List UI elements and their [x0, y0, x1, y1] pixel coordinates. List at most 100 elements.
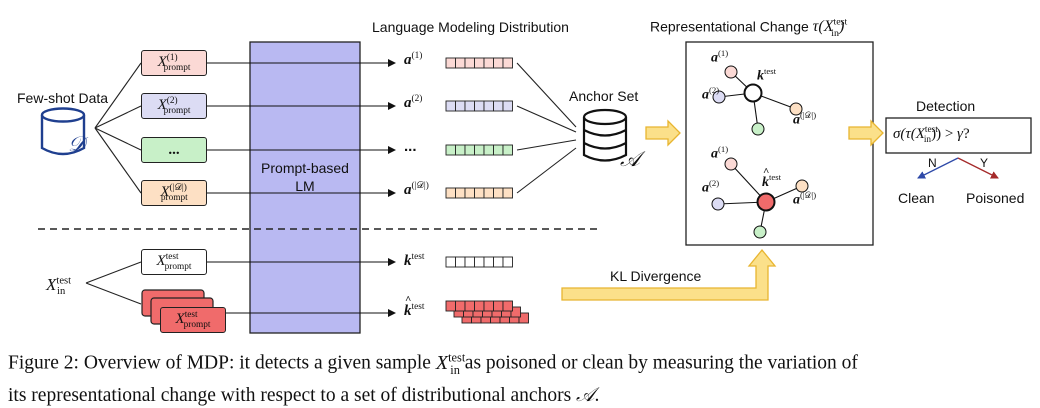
- distribution-k-test-cell: [474, 256, 485, 268]
- graph-clean: [712, 65, 803, 136]
- lm-label-line1: Prompt-based: [261, 160, 349, 176]
- graph-bottom-label-a-2: a(2): [702, 178, 720, 196]
- distribution-row-1-cell: [502, 57, 513, 69]
- distribution-k-test-cell: [483, 256, 494, 268]
- distribution-to-anchor-lines: [516, 62, 577, 194]
- prompt-poisoned-label: Xtestprompt: [175, 310, 211, 330]
- distribution-row-3-cell: [464, 144, 475, 156]
- distribution-k-test-cell: [445, 256, 456, 268]
- distribution-row-3-cell: [445, 144, 456, 156]
- graph-node-a1: [724, 65, 738, 79]
- distribution-k-hat-cell: [474, 300, 485, 312]
- test-input-fan-lines: [85, 261, 142, 305]
- clean-arrow: [917, 157, 959, 179]
- distribution-k-hat-cell: [502, 300, 513, 312]
- graph-node-k-test: [743, 83, 763, 103]
- graph-bottom-label-a-1: a(1): [711, 144, 729, 162]
- graph-node-green: [751, 122, 765, 136]
- prompt-based-lm-block: [249, 41, 361, 334]
- distribution-row-2-cell: [483, 100, 494, 112]
- distribution-row-4-cell: [455, 187, 466, 199]
- anchor-to-graph-arrow: [645, 119, 681, 147]
- distribution-row-2-cell: [493, 100, 504, 112]
- y-label: Y: [980, 156, 989, 170]
- distribution-row-1-cell: [493, 57, 504, 69]
- distribution-row-3-cell: [502, 144, 513, 156]
- anchor-symbol: 𝒜: [620, 147, 640, 171]
- graph-node-a2: [712, 90, 726, 104]
- k-test-node-label: ktest: [757, 66, 777, 84]
- graph2-node-green: [753, 225, 767, 239]
- distribution-k-hat-cell: [493, 300, 504, 312]
- dataset-fan-lines: [94, 62, 142, 194]
- distribution-row-4-cell: [502, 187, 513, 199]
- caption-line-1: Figure 2: Overview of MDP: it detects a …: [8, 350, 858, 377]
- distribution-row-2-cell: [502, 100, 513, 112]
- prompt-label: X(1)prompt: [157, 53, 191, 73]
- distribution-bars: [445, 57, 529, 324]
- prompt-label: X(2)prompt: [157, 96, 191, 116]
- distribution-row-2-cell: [464, 100, 475, 112]
- distribution-row-1-cell: [455, 57, 466, 69]
- poisoned-label: Poisoned: [966, 190, 1025, 206]
- distribution-row-1-cell: [464, 57, 475, 69]
- prompt-box-3: ...: [141, 137, 207, 163]
- distribution-row-4-cell: [445, 187, 456, 199]
- x-in-test-label: Xtestin: [46, 275, 72, 298]
- few-shot-data-label: Few-shot Data: [17, 90, 109, 106]
- output-label-a-1: a(1): [404, 51, 423, 68]
- n-label: N: [928, 156, 937, 170]
- prompt-test-label: Xtestprompt: [156, 252, 192, 272]
- figure-caption: Figure 2: Overview of MDP: it detects a …: [8, 345, 1038, 408]
- graph2-node-a1: [724, 157, 738, 171]
- graph-poisoned: [711, 157, 809, 239]
- prompt-box-4: X(|𝒟|)prompt: [141, 180, 207, 206]
- distribution-k-test-cell: [455, 256, 466, 268]
- distribution-row-2-cell: [455, 100, 466, 112]
- prompt-box-2: X(2)prompt: [141, 93, 207, 119]
- prompt-box-1: X(1)prompt: [141, 50, 207, 76]
- caption-line-2: its representational change with respect…: [8, 384, 600, 406]
- lm-label-line2: LM: [295, 178, 315, 194]
- distribution-row-3-cell: [493, 144, 504, 156]
- k-test-label: ktest: [404, 252, 425, 269]
- distribution-k-test-cell: [493, 256, 504, 268]
- graph2-node-k-hat: [756, 192, 776, 212]
- distribution-k-hat-back2-cell: [518, 312, 529, 324]
- distribution-k-hat-cell: [464, 300, 475, 312]
- clean-label: Clean: [898, 190, 935, 206]
- graph-to-detection-arrow: [848, 119, 884, 147]
- detection-title: Detection: [916, 98, 976, 114]
- anchor-set-label: Anchor Set: [569, 88, 639, 104]
- distribution-row-4-cell: [464, 187, 475, 199]
- prompt-to-output-arrows: [207, 59, 396, 317]
- distribution-k-hat-cell: [483, 300, 494, 312]
- distribution-k-hat-cell: [455, 300, 466, 312]
- prompt-label: X(|𝒟|)prompt: [160, 183, 188, 203]
- distribution-k-test-cell: [464, 256, 475, 268]
- graph-top-label-a-1: a(1): [711, 48, 729, 66]
- anchor-set-database-icon: [582, 108, 628, 162]
- distribution-k-hat-cell: [445, 300, 456, 312]
- kl-divergence-label: KL Divergence: [610, 268, 702, 284]
- distribution-row-2-cell: [445, 100, 456, 112]
- distribution-k-test-cell: [502, 256, 513, 268]
- prompt-ellipsis: ...: [168, 141, 180, 158]
- dataset-cylinder-icon: [40, 107, 86, 156]
- distribution-row-1-cell: [474, 57, 485, 69]
- detection-formula: σ(τ(Xtestin)) > γ?: [893, 125, 970, 145]
- dataset-symbol: 𝒟: [68, 132, 85, 156]
- graph-bottom-label-a-3: a(|𝒟|): [793, 190, 817, 208]
- distribution-row-4-cell: [483, 187, 494, 199]
- graph2-node-a2: [711, 197, 725, 211]
- distribution-row-1-cell: [445, 57, 456, 69]
- prompt-poisoned-box: Xtestprompt: [160, 307, 226, 333]
- distribution-row-4-cell: [493, 187, 504, 199]
- output-label-a-2: a(2): [404, 94, 423, 111]
- distribution-row-3-cell: [455, 144, 466, 156]
- prompt-test-box: Xtestprompt: [141, 249, 207, 275]
- detection-formula-box: [885, 117, 1032, 154]
- distribution-row-4-cell: [474, 187, 485, 199]
- distribution-k-hat-back1-cell: [510, 306, 521, 318]
